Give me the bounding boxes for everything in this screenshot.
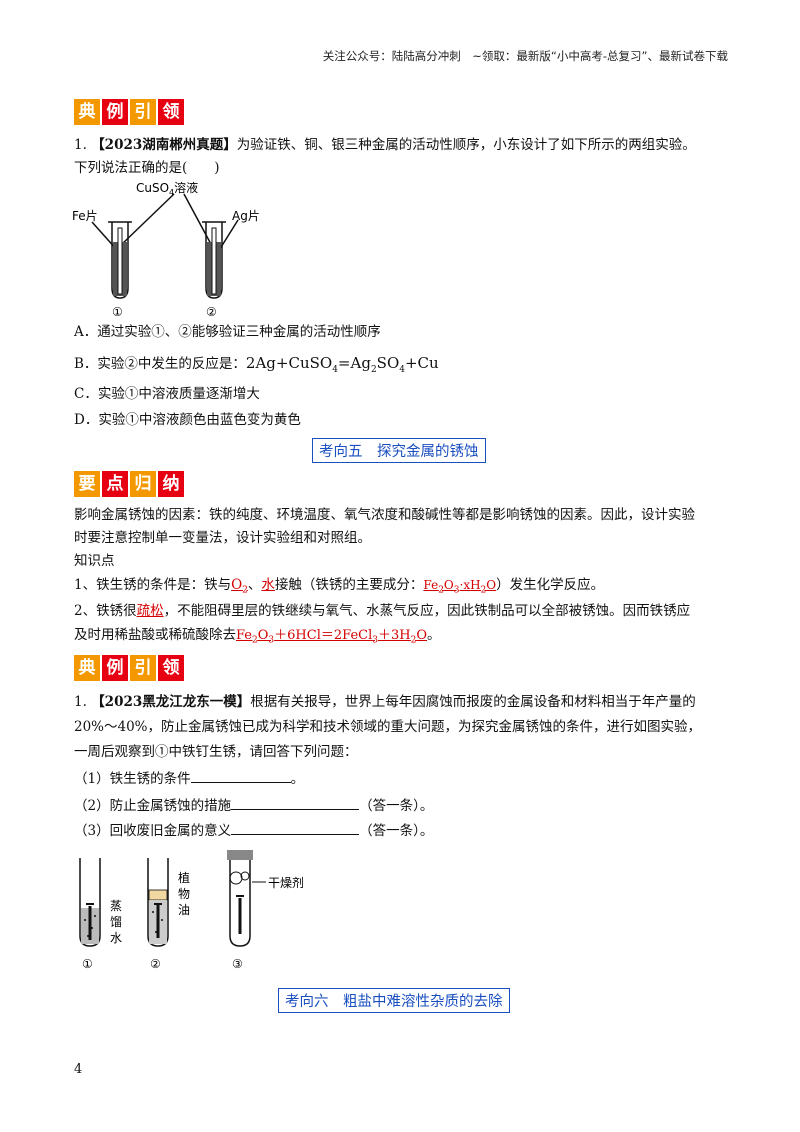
q1-stem-line1: 1. 【2023湖南郴州真题】为验证铁、铜、银三种金属的活动性顺序，小东设计了如… (74, 137, 696, 153)
badge-char: 典 (74, 655, 100, 681)
badge-char: 纳 (158, 471, 184, 497)
label-water-3: 水 (110, 931, 122, 945)
q1-option-c: C．实验①中溶液质量逐渐增大 (74, 386, 260, 402)
q2-figure: 蒸 馏 水 植 物 油 干燥剂 ① ② ③ (79, 850, 304, 971)
answer-blank-2[interactable] (231, 795, 360, 810)
answer-blank-3[interactable] (231, 820, 360, 835)
label-fe: Fe片 (72, 209, 98, 223)
knowledge-point-2: 2、铁锈很疏松，不能阻碍里层的铁继续与氧气、水蒸气反应，因此铁制品可以全部被锈蚀… (74, 603, 691, 619)
knowledge-point-2b: 及时用稀盐酸或稀硫酸除去Fe2O3＋6HCl＝2FeCl3＋3H2O。 (74, 627, 441, 646)
badge-char: 典 (74, 99, 100, 125)
q1-option-b: B．实验②中发生的反应是：2Ag+CuSO4=Ag2SO4+Cu (74, 354, 439, 375)
knowledge-heading: 知识点 (74, 553, 115, 569)
summary-p1b: 时要注意控制单一变量法，设计实验组和对照组。 (74, 530, 371, 546)
tube-number-2: ② (150, 957, 161, 971)
q2-subquestion-3: （3）回收废旧金属的意义（答一条）。 (74, 820, 433, 841)
badge-example-1: 典 例 引 领 (74, 99, 184, 125)
badge-char: 领 (158, 99, 184, 125)
q1-option-a: A．通过实验①、②能够验证三种金属的活动性顺序 (74, 324, 381, 340)
q1-stem-line2: 下列说法正确的是( ) (74, 160, 220, 176)
badge-char: 引 (130, 99, 156, 125)
tube-number-3: ③ (232, 957, 243, 971)
label-cuso4: CuSO4溶液 (136, 180, 198, 197)
tube-number-1: ① (112, 305, 123, 319)
page-number: 4 (74, 1062, 83, 1077)
summary-p1a: 影响金属锈蚀的因素：铁的纯度、环境温度、氧气浓度和酸碱性等都是影响锈蚀的因素。因… (74, 507, 695, 523)
badge-char: 归 (130, 471, 156, 497)
q2-stem-line2: 20%～40%，防止金属锈蚀已成为科学和技术领域的重大问题，为探究金属锈蚀的条件… (74, 719, 702, 735)
label-water-2: 馏 (110, 915, 122, 929)
badge-example-2: 典 例 引 领 (74, 655, 184, 681)
badge-char: 例 (102, 655, 128, 681)
label-oil-3: 油 (178, 903, 190, 917)
q2-subquestion-1: （1）铁生锈的条件。 (74, 768, 304, 789)
tube-number-2: ② (206, 305, 217, 319)
header-note: 关注公众号：陆陆高分冲刺 ~领取：最新版“小中高考-总复习”、最新试卷下载 (322, 49, 728, 63)
label-oil-2: 物 (178, 887, 190, 901)
label-desiccant: 干燥剂 (268, 875, 304, 890)
badge-char: 点 (102, 471, 128, 497)
q2-stem-line3: 一周后观察到①中铁钉生锈，请回答下列问题： (74, 744, 358, 760)
q1-figure: Fe片 CuSO4溶液 Ag片 ① ② (72, 180, 260, 319)
label-ag: Ag片 (232, 209, 260, 223)
badge-summary: 要 点 归 纳 (74, 471, 184, 497)
label-water-1: 蒸 (110, 899, 122, 913)
q2-stem-line1: 1. 【2023黑龙江龙东一模】根据有关报导，世界上每年因腐蚀而报废的金属设备和… (74, 694, 696, 710)
section-title-6: 考向六 粗盐中难溶性杂质的去除 (278, 988, 510, 1013)
knowledge-point-1: 1、铁生锈的条件是：铁与O2、水接触（铁锈的主要成分：Fe2O3·xH2O）发生… (74, 577, 605, 596)
q1-option-d: D．实验①中溶液颜色由蓝色变为黄色 (74, 412, 301, 428)
badge-char: 领 (158, 655, 184, 681)
badge-char: 例 (102, 99, 128, 125)
tube-number-1: ① (82, 957, 93, 971)
badge-char: 要 (74, 471, 100, 497)
section-title-5: 考向五 探究金属的锈蚀 (312, 438, 486, 463)
badge-char: 引 (130, 655, 156, 681)
label-oil-1: 植 (178, 870, 190, 885)
q2-subquestion-2: （2）防止金属锈蚀的措施（答一条）。 (74, 795, 433, 816)
answer-blank-1[interactable] (190, 768, 291, 783)
